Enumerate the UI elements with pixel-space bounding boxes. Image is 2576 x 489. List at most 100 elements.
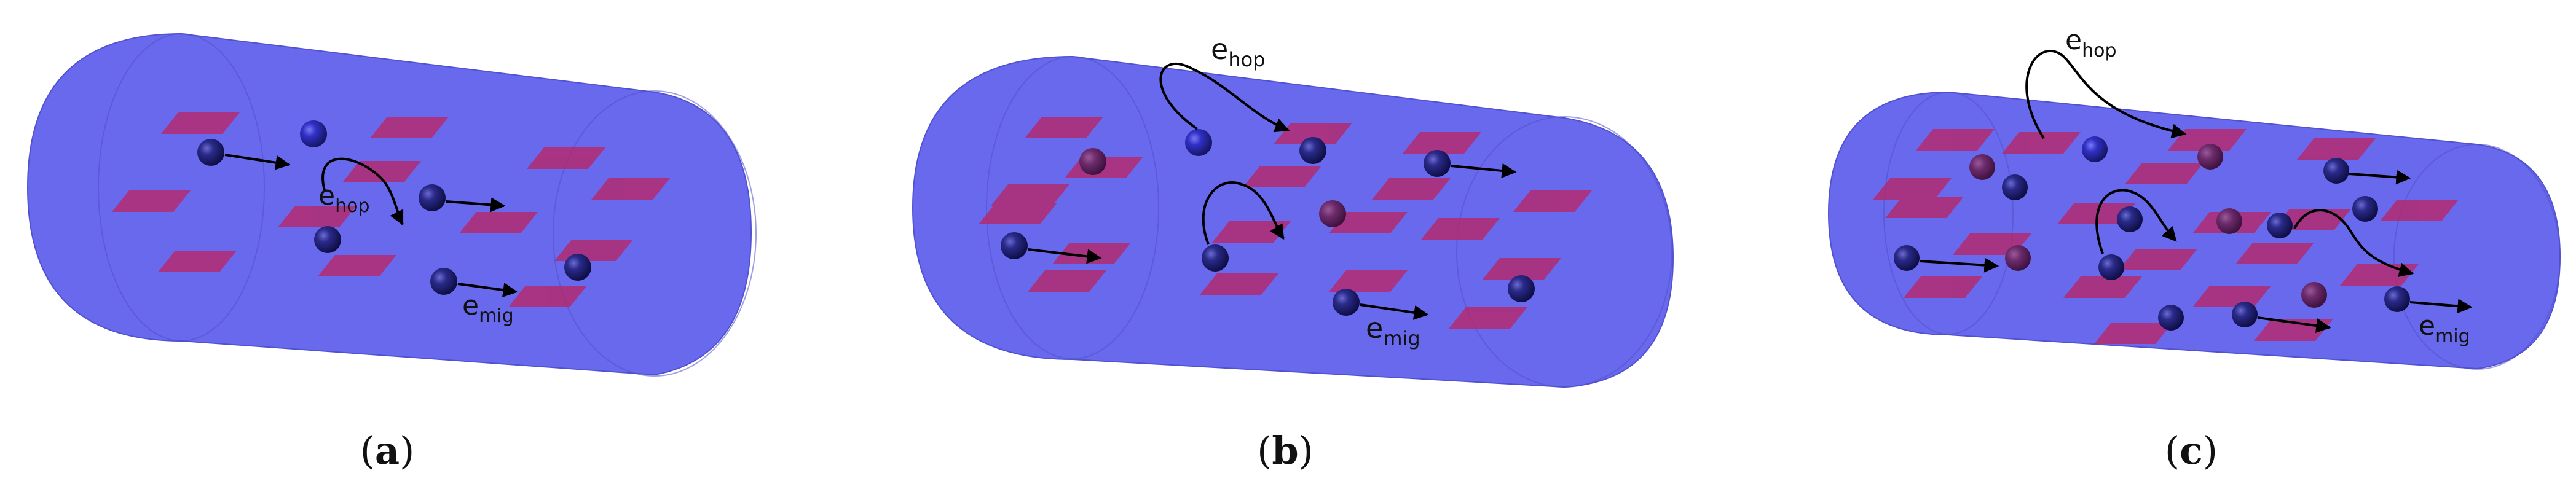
particle: [2352, 196, 2378, 222]
trap-site: [370, 117, 449, 138]
particle: [2216, 208, 2242, 234]
tube-b: [912, 55, 1674, 388]
particle: [564, 254, 591, 281]
particle: [2082, 136, 2108, 162]
trap-site: [459, 212, 538, 233]
trap-site: [2002, 132, 2081, 154]
migration-arrow: [1451, 163, 1517, 178]
particle: [419, 184, 446, 211]
jump-arrows-a: [224, 154, 518, 297]
trap-site: [1904, 276, 1982, 298]
trap-site: [161, 112, 240, 134]
trap-site: [1449, 307, 1527, 329]
trap-site: [1025, 117, 1103, 138]
mig-label-c: emig: [2419, 310, 2470, 347]
particle: [2197, 144, 2223, 170]
particle: [2117, 206, 2143, 232]
particle: [2158, 305, 2184, 331]
particle: [1424, 150, 1451, 177]
particles-a: [197, 120, 591, 295]
trap-site: [991, 184, 1069, 206]
mig-label-b: emig: [1366, 311, 1420, 350]
trap-site: [318, 255, 396, 276]
particle: [1001, 232, 1028, 259]
panel-b: ehop emig (b): [912, 33, 1674, 473]
trap-site: [2168, 129, 2247, 151]
trap-site: [508, 286, 587, 307]
panel-label-a: (a): [360, 428, 415, 473]
hop-label-c: ehop: [2065, 25, 2117, 61]
jump-arrows-b: [1028, 63, 1517, 320]
particle: [430, 268, 457, 295]
particle: [300, 120, 327, 147]
migration-arrow: [2409, 299, 2473, 314]
trap-site: [1329, 212, 1408, 233]
migration-arrow: [446, 197, 506, 213]
trap-site: [342, 161, 421, 182]
trap-site: [1372, 178, 1451, 200]
particle: [1185, 129, 1212, 156]
trap-site: [591, 178, 670, 200]
mig-label-a: emig: [462, 290, 514, 327]
trap-site: [1200, 273, 1278, 295]
panel-c: ehop emig (c): [1827, 25, 2561, 473]
trap-site: [2380, 200, 2459, 221]
migration-arrow: [1028, 248, 1102, 264]
trap-site: [1885, 197, 1964, 218]
migration-arrow: [1360, 303, 1429, 320]
trap-site: [2094, 323, 2173, 344]
particle: [1319, 200, 1346, 227]
hop-arrow: [1202, 181, 1285, 245]
trap-site: [1403, 132, 1481, 154]
particle: [1894, 245, 1920, 271]
particle: [1299, 137, 1326, 164]
particle: [197, 139, 224, 166]
trap-site: [1243, 166, 1321, 187]
trap-site: [112, 190, 191, 212]
migration-arrow: [1919, 257, 1999, 273]
panel-label-c: (c): [2165, 428, 2218, 473]
trap-site: [2235, 243, 2314, 264]
jump-arrows-c: [1919, 50, 2473, 333]
hop-label-b: ehop: [1211, 33, 1265, 71]
particle: [1508, 275, 1535, 302]
trap-site: [2125, 163, 2204, 184]
trap-site: [1483, 258, 1561, 280]
trap-site: [1274, 123, 1352, 144]
particle: [2267, 213, 2293, 238]
particle: [2098, 254, 2124, 280]
trap-site: [158, 251, 237, 272]
hop-arrow: [2025, 50, 2187, 139]
particle: [2384, 286, 2410, 312]
trap-site: [2192, 286, 2271, 307]
trap-site: [2297, 138, 2376, 160]
panel-label-b: (b): [1257, 428, 1314, 473]
migration-arrow: [224, 154, 291, 170]
trap-site: [1513, 190, 1592, 212]
trap-site: [527, 147, 605, 169]
particle: [2301, 282, 2327, 308]
migration-arrow: [2257, 316, 2331, 333]
tube-c: [1827, 91, 2561, 370]
trap-site: [1873, 178, 1952, 200]
particles-c: [1894, 136, 2410, 331]
hop-arrow: [1159, 63, 1290, 133]
trap-site: [2063, 276, 2142, 298]
trap-site: [1028, 270, 1106, 292]
trap-site: [2119, 249, 2197, 270]
trap-site: [1329, 270, 1408, 292]
trap-sites-a: [112, 112, 670, 307]
trap-site: [278, 206, 356, 227]
hop-arrow: [321, 157, 404, 226]
migration-arrow: [2349, 170, 2411, 185]
panel-a: ehop emig (a): [26, 33, 757, 473]
particles-b: [1001, 129, 1535, 316]
trap-site: [1916, 129, 1995, 151]
particle: [2323, 158, 2349, 184]
particle: [1333, 289, 1360, 316]
particle: [2005, 245, 2031, 271]
particle: [1202, 244, 1229, 272]
particle: [2002, 174, 2028, 200]
particle: [1969, 154, 1995, 180]
